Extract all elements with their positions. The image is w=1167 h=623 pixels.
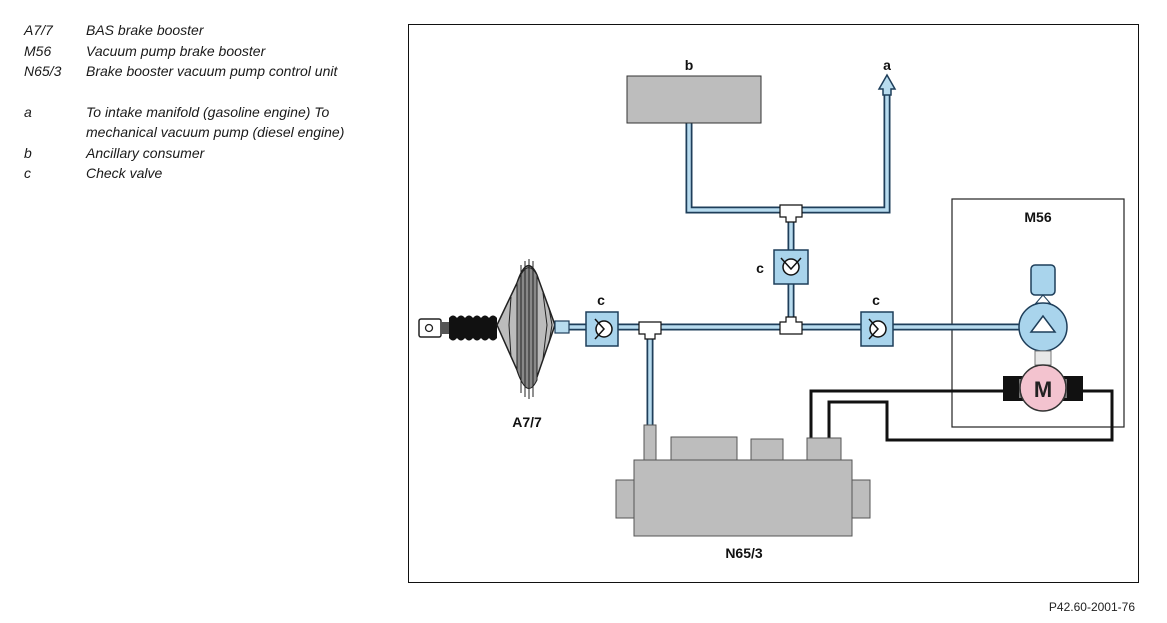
legend-item: M56 Vacuum pump brake booster [24, 41, 384, 62]
arrow-up-icon [877, 73, 897, 96]
wiring [809, 389, 1114, 442]
legend-code: M56 [24, 42, 52, 59]
brake-booster [418, 259, 570, 399]
label-a77: A7/7 [512, 414, 542, 430]
check-valve-right [860, 311, 894, 347]
tee-fitting-middle [779, 316, 803, 335]
legend-code: c [24, 165, 31, 181]
check-valve-left [585, 311, 619, 347]
vacuum-system-diagram: M b a c c [418, 57, 1125, 561]
legend: A7/7 BAS brake booster M56 Vacuum pump b… [24, 20, 384, 184]
ancillary-consumer-box [626, 75, 762, 124]
legend-code: N65/3 [24, 63, 62, 79]
motor-label: M [1034, 377, 1052, 402]
legend-item: N65/3 Brake booster vacuum pump control … [24, 61, 384, 82]
diagram-frame: M b a c c [408, 24, 1139, 583]
legend-code: a [24, 103, 32, 120]
label-c-left: c [597, 292, 605, 308]
legend-desc: Brake booster vacuum pump control unit [86, 63, 338, 79]
legend-item: b Ancillary consumer [24, 143, 384, 164]
legend-desc: Vacuum pump brake booster [86, 42, 266, 59]
label-a: a [883, 57, 891, 73]
label-b: b [685, 57, 694, 73]
label-m56: M56 [1024, 209, 1051, 225]
legend-desc: Ancillary consumer [86, 144, 205, 161]
label-n653: N65/3 [725, 545, 763, 561]
label-c-right: c [872, 292, 880, 308]
legend-desc: BAS brake booster [86, 22, 204, 38]
tee-fitting-left [638, 321, 662, 340]
legend-code: b [24, 144, 32, 161]
legend-item: c Check valve [24, 163, 384, 184]
check-valve-top [773, 249, 809, 285]
legend-item: A7/7 BAS brake booster [24, 20, 384, 41]
legend-code: A7/7 [24, 22, 53, 38]
legend-desc: Check valve [86, 165, 163, 181]
vacuum-pump [1018, 264, 1068, 366]
label-c-top: c [756, 260, 764, 276]
legend-item: a To intake manifold (gasoline engine) T… [24, 102, 384, 143]
motor: M [1003, 364, 1083, 412]
tee-fittings [638, 204, 803, 340]
legend-desc: To intake manifold (gasoline engine) To … [86, 103, 345, 141]
control-unit [615, 424, 871, 537]
figure-id: P42.60-2001-76 [1048, 600, 1135, 614]
tee-fitting-top [779, 204, 803, 223]
